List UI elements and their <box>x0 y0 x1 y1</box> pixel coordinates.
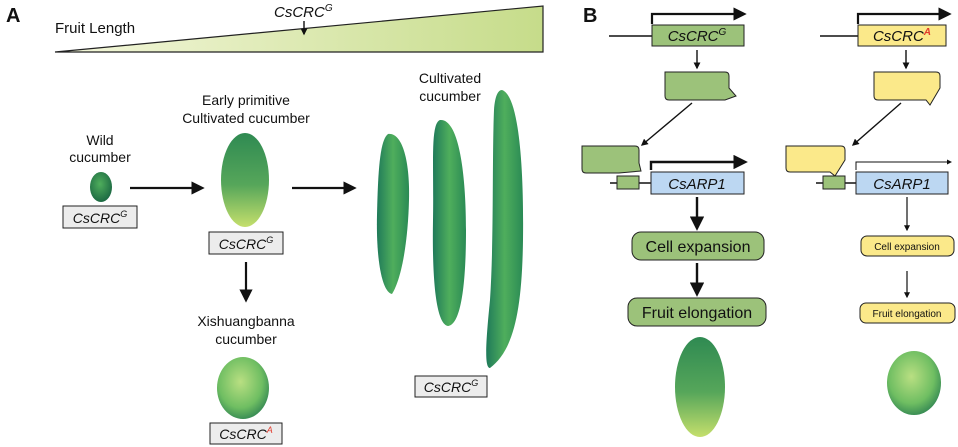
wedge-marker-gene: CsCRCG <box>274 3 333 21</box>
left-arp1-gene-box <box>650 171 745 195</box>
right-arp1-gene-label: CsARP1 <box>873 176 931 193</box>
xish-label-line2: cucumber <box>215 331 277 347</box>
cultivated-gene-label: CsCRCG <box>424 378 478 395</box>
early-label-line1: Early primitive <box>202 92 290 108</box>
left-crc-gene-label: CsCRCG <box>668 27 727 45</box>
right-crc-gene-label: CsCRCA <box>873 27 931 45</box>
right-promoter-arrow <box>856 7 952 24</box>
wild-gene-box <box>62 205 138 229</box>
left-arp1-gene-label: CsARP1 <box>668 176 726 193</box>
right-promoter-box <box>822 175 846 190</box>
wild-label-line1: Wild <box>86 132 113 148</box>
wild-cucumber-fruit <box>90 172 112 202</box>
right-cell-expansion-box <box>860 235 955 257</box>
left-crc-gene-box <box>651 24 745 47</box>
left-bound-protein <box>581 145 642 174</box>
left-binding-arrow <box>640 102 693 146</box>
left-fruit-elongation-label: Fruit elongation <box>642 305 752 322</box>
cultivated-gene-box <box>414 375 488 398</box>
left-promoter-arrow <box>650 7 747 24</box>
left-fruit-elongation-box <box>627 297 767 327</box>
wild-gene-label: CsCRCG <box>73 209 127 226</box>
wild-label-line2: cucumber <box>69 149 131 165</box>
fruit-length-label: Fruit Length <box>55 20 135 37</box>
right-fruit-elongation-label: Fruit elongation <box>873 309 942 320</box>
early-label-line2: Cultivated cucumber <box>182 110 310 126</box>
early-gene-label: CsCRCG <box>219 235 273 252</box>
right-arp1-gene-box <box>855 171 949 195</box>
right-crc-gene-box <box>857 24 947 47</box>
panel-a-letter: A <box>6 5 20 27</box>
right-bound-protein <box>785 145 846 177</box>
right-arp1-promoter-arrow <box>855 159 952 170</box>
left-crc-protein <box>664 71 737 101</box>
fruit-length-wedge <box>54 5 544 53</box>
cultivated-fruit-1 <box>376 133 410 294</box>
cultivated-fruit-2 <box>432 119 466 326</box>
cultivated-fruit-3 <box>486 90 524 368</box>
xish-cucumber-fruit <box>217 357 269 419</box>
panel-b-letter: B <box>583 5 597 27</box>
xish-label-line1: Xishuangbanna <box>197 313 295 329</box>
right-fruit-elongation-box <box>859 302 956 324</box>
left-cell-expansion-box <box>631 231 765 261</box>
cultivated-label-line1: Cultivated <box>419 70 481 86</box>
right-crc-protein <box>873 71 941 106</box>
early-cultivated-fruit <box>221 133 269 227</box>
early-gene-box <box>208 231 284 255</box>
left-cell-expansion-label: Cell expansion <box>646 239 751 256</box>
left-promoter-box <box>616 175 640 190</box>
right-binding-arrow <box>851 102 902 146</box>
right-round-fruit <box>887 351 941 415</box>
cultivated-label-line2: cucumber <box>419 88 481 104</box>
left-elongated-fruit <box>675 337 725 437</box>
xish-gene-box <box>209 422 283 445</box>
xish-gene-label: CsCRCA <box>219 425 272 442</box>
left-arp1-promoter-arrow <box>649 154 748 170</box>
right-cell-expansion-label: Cell expansion <box>874 242 940 253</box>
